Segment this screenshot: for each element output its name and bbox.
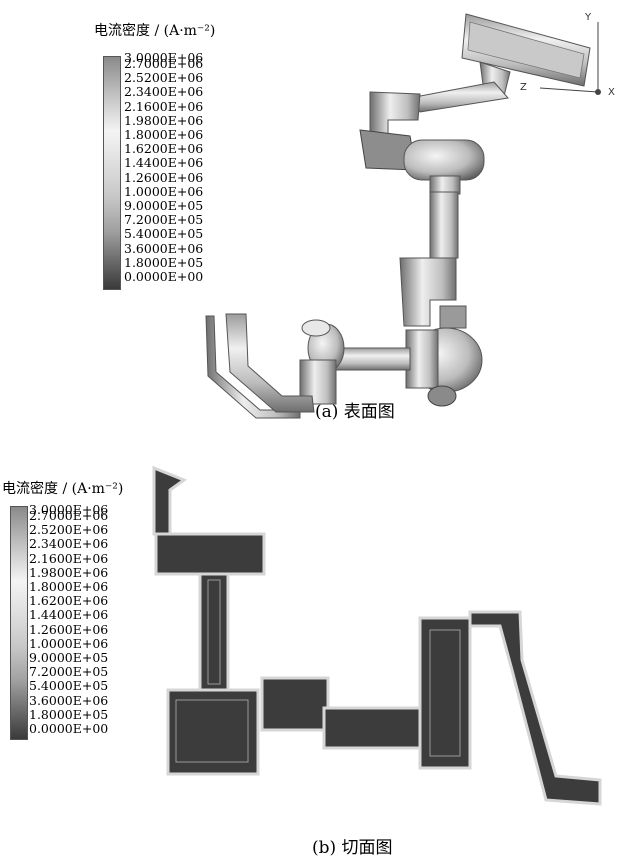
legend-tick-label: 2.1600E+06 [124,98,204,114]
legend-tick-label: 2.7000E+06 [124,56,204,71]
legend-tick-label: 2.5200E+06 [29,522,109,538]
legend-tick-label: 1.9800E+06 [29,564,109,580]
section-small-link [260,676,330,732]
lower-gripper [205,313,315,419]
legend-tick-label: 1.2600E+06 [124,169,204,185]
legend-tick-label: 1.0000E+06 [29,635,109,651]
legend-tick-label: 1.8000E+05 [29,706,109,722]
legend-tick-label: 0.0000E+00 [124,269,204,284]
color-scale-bar [10,506,28,740]
caption-b: (b) 切面图 [312,838,393,858]
legend-tick-label: 1.6200E+06 [29,593,109,609]
legend-tick-label: 9.0000E+05 [29,650,109,665]
legend-tick-label: 5.4000E+05 [124,226,204,242]
section-top-gripper [152,465,188,536]
color-scale-bar [103,56,121,290]
legend-tick-label: 3.6000E+06 [124,240,204,256]
robot-arm-surface-figure: Y Z X [205,12,615,419]
axis-label-x: X [608,87,615,98]
base-joint [405,327,483,407]
section-right-joint [418,616,472,770]
legend-tick-label: 3.0000E+06 [124,50,204,65]
section-column [198,572,230,692]
legend-tick-label: 2.3400E+06 [124,84,204,100]
axis-label-y: Y [584,12,592,23]
legend-tick-label: 7.2000E+05 [29,664,109,680]
legend-tick-label: 1.8000E+06 [29,579,109,594]
legend-tick-label: 1.8000E+06 [124,127,204,142]
legend-tick-label: 7.2000E+05 [124,212,204,228]
legend-tick-label: 1.0000E+06 [124,183,204,199]
legend-tick-label: 1.2600E+06 [29,621,109,637]
section-horizontal-bar [322,706,422,750]
section-upper-block [154,532,266,576]
legend-tick-label: 3.6000E+06 [29,692,109,708]
shoulder-joint [403,139,485,195]
upper-arm-link [359,81,509,171]
legend-title: 电流密度 / (A·m⁻²) [2,481,124,497]
legend-tick-label: 2.7000E+06 [29,508,109,523]
legend-title: 电流密度 / (A·m⁻²) [94,23,216,39]
vertical-column [399,191,467,329]
legend-tick-label: 2.5200E+06 [124,70,204,86]
legend-tick-label: 2.3400E+06 [29,536,109,552]
horizontal-link [299,319,411,405]
legend-tick-label: 5.4000E+05 [29,678,109,694]
legend-tick-label: 9.0000E+05 [124,198,204,213]
robot-arm-section-figure [152,465,602,806]
legend-tick-label: 1.9800E+06 [124,112,204,128]
legend-tick-label: 1.8000E+05 [124,254,204,270]
axis-label-z: Z [520,82,527,93]
section-right-arm [468,610,602,806]
legend-tick-label: 0.0000E+00 [29,721,109,736]
legend-tick-label: 1.4400E+06 [29,607,109,623]
legend-tick-label: 1.4400E+06 [124,155,204,171]
legend-tick-label: 3.0000E+06 [29,502,109,517]
caption-a: (a) 表面图 [315,402,395,422]
section-base-block [166,688,260,776]
axis-triad: Y Z X [520,12,615,98]
arm-end-gripper-top [461,13,591,97]
legend-tick-label: 1.6200E+06 [124,141,204,157]
legend-tick-label: 2.1600E+06 [29,550,109,566]
